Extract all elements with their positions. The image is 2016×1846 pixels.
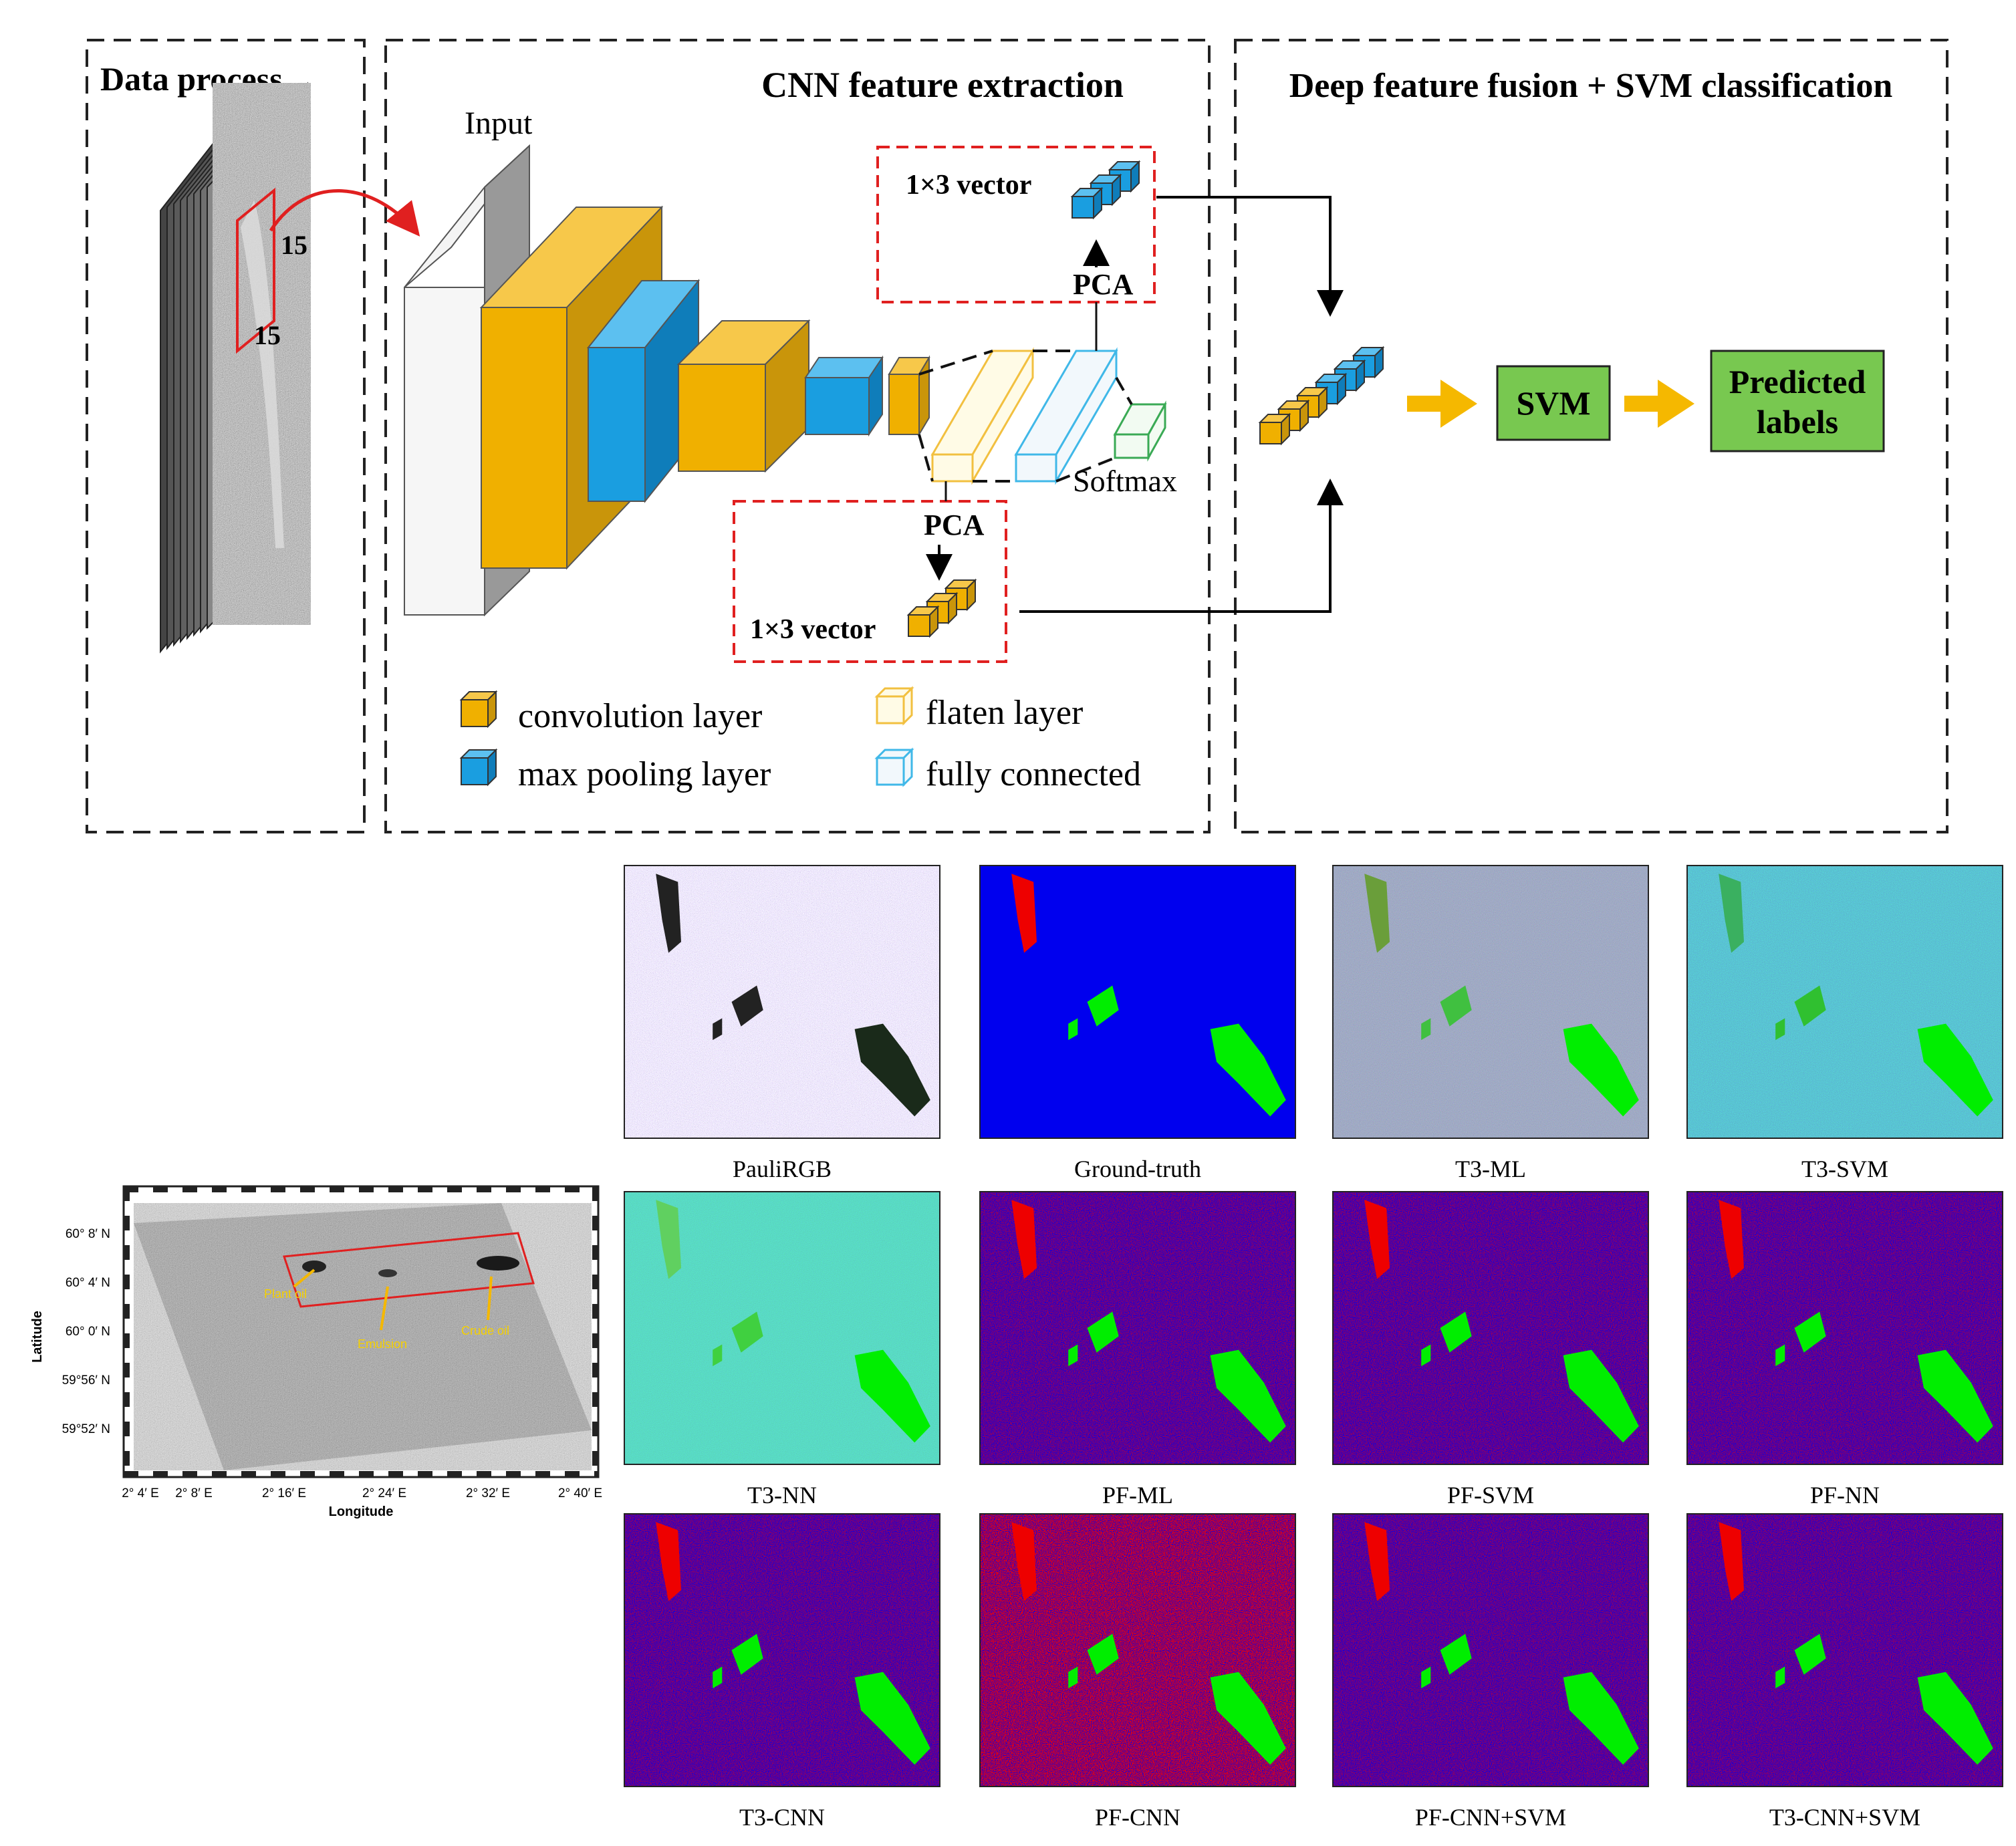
result-caption: PF-CNN+SVM [1415,1804,1566,1831]
lon-axis-label: Longitude [329,1504,394,1519]
legend-pool-swatch [459,748,498,787]
lon-tick-6: 2° 40′ E [558,1486,602,1500]
sar-image-stack [160,82,311,654]
result-tile-paulirgb: PauliRGB [624,865,940,1182]
legend-conv-label: convolution layer [518,697,762,735]
conv-block-3 [888,355,930,437]
lon-tick-2: 2° 8′ E [175,1486,213,1500]
panel-data-process: Data process [86,39,366,833]
result-tile-t3-ml: T3-ML [1332,865,1649,1182]
input-label: Input [465,106,533,141]
predicted-line1: Predicted [1729,363,1866,400]
conv-block-2 [676,319,811,473]
lon-tick-5: 2° 32′ E [466,1486,510,1500]
result-caption: T3-CNN+SVM [1769,1804,1920,1831]
vector-top-cubes [1070,160,1141,220]
legend-conv-swatch [459,690,498,729]
result-tile-pf-ml: PF-ML [979,1191,1296,1508]
result-tile-ground-truth: Ground-truth [979,865,1296,1182]
top-vector-to-fusion-arrow [1156,196,1344,317]
legend-fc-swatch [874,747,914,787]
lat-tick-5: 59°52′ N [62,1422,110,1436]
predicted-labels-box: Predicted labels [1710,350,1885,452]
result-tile-t3-cnn: T3-CNN [624,1513,940,1831]
result-tile-pf-svm: PF-SVM [1332,1191,1649,1508]
result-tile-pf-cnn: PF-CNN [979,1513,1296,1831]
plant-oil-pointer [293,1269,316,1288]
lat-tick-4: 59°56′ N [62,1373,110,1388]
location-map: Plant oil Emulsion Crude oil 60° 8′ N 60… [20,1163,615,1531]
result-caption: PF-CNN [1095,1804,1180,1831]
lat-tick-3: 60° 0′ N [66,1325,110,1339]
pca-box-bottom [733,500,1007,663]
lon-tick-1: 2° 4′ E [122,1486,159,1500]
orange-arrow-1 [1407,380,1477,428]
result-caption: PauliRGB [733,1156,832,1182]
result-tile-t3-nn: T3-NN [624,1191,940,1508]
panel-fusion: Deep feature fusion + SVM classification [1234,39,1948,833]
result-caption: T3-ML [1455,1156,1526,1182]
panel-cnn: CNN feature extraction [384,39,1211,833]
cnn-title: CNN feature extraction [761,65,1124,105]
result-caption: PF-SVM [1447,1482,1534,1508]
patch-size-vertical: 15 [254,320,281,350]
predicted-line2: labels [1757,403,1838,440]
crude-oil-annotation: Crude oil [461,1324,509,1337]
fc-layer-block [1014,347,1118,485]
legend-flatten-label: flaten layer [926,694,1083,732]
softmax-label: Softmax [1073,464,1177,498]
fused-feature-cubes [1258,346,1385,446]
lon-tick-3: 2° 16′ E [262,1486,306,1500]
flatten-layer-block [930,347,1035,485]
legend-pool-label: max pooling layer [518,755,771,793]
result-caption: T3-SVM [1801,1156,1888,1182]
orange-arrow-2 [1624,380,1694,428]
legend: convolution layer max pooling layer flat… [459,686,1141,793]
result-caption: T3-NN [747,1482,817,1508]
crude-oil-pointer [487,1276,493,1321]
emulsion-pointer [380,1286,389,1331]
result-tile-t3-svm: T3-SVM [1686,865,2003,1182]
pca-bottom-label: PCA [924,509,985,541]
lon-tick-4: 2° 24′ E [362,1486,406,1500]
result-caption: Ground-truth [1074,1156,1201,1182]
legend-flatten-swatch [874,686,914,726]
softmax-block [1113,400,1167,462]
patch-size-horizontal: 15 [281,230,307,260]
result-tile-t3-cnn-svm: T3-CNN+SVM [1686,1513,2003,1831]
result-caption: T3-CNN [739,1804,825,1831]
pca-top-label: PCA [1073,268,1134,301]
result-caption: PF-ML [1102,1482,1173,1508]
pca-box-top [876,146,1156,303]
lat-tick-1: 60° 8′ N [66,1227,110,1241]
result-tile-pf-nn: PF-NN [1686,1191,2003,1508]
vector-bottom-label: 1×3 vector [750,614,876,645]
vector-bottom-cubes [906,578,977,638]
lat-tick-2: 60° 4′ N [66,1276,110,1290]
lat-axis-label: Latitude [30,1311,45,1363]
vector-top-label: 1×3 vector [906,170,1031,201]
pool-block-2 [804,355,884,437]
legend-fc-label: fully connected [926,755,1141,793]
result-caption: PF-NN [1810,1482,1880,1508]
result-tile-pf-cnn-svm: PF-CNN+SVM [1332,1513,1649,1831]
plant-oil-annotation: Plant oil [264,1287,307,1301]
emulsion-annotation: Emulsion [358,1337,407,1351]
layer-connection-lines [918,350,1133,483]
bottom-vector-to-fusion-arrow [1019,479,1344,613]
patch-to-cnn-arrow [269,189,420,237]
svm-box: SVM [1496,365,1611,441]
study-area-box [282,1232,535,1308]
fusion-title: Deep feature fusion + SVM classification [1289,67,1893,105]
map-frame-ticks [124,1186,598,1477]
classification-results-grid: PauliRGB Ground-truth T3-ML T3-SVM T3-NN PF-M… [624,865,2003,1831]
data-process-title: Data process [100,60,283,98]
svm-label: SVM [1516,384,1590,422]
